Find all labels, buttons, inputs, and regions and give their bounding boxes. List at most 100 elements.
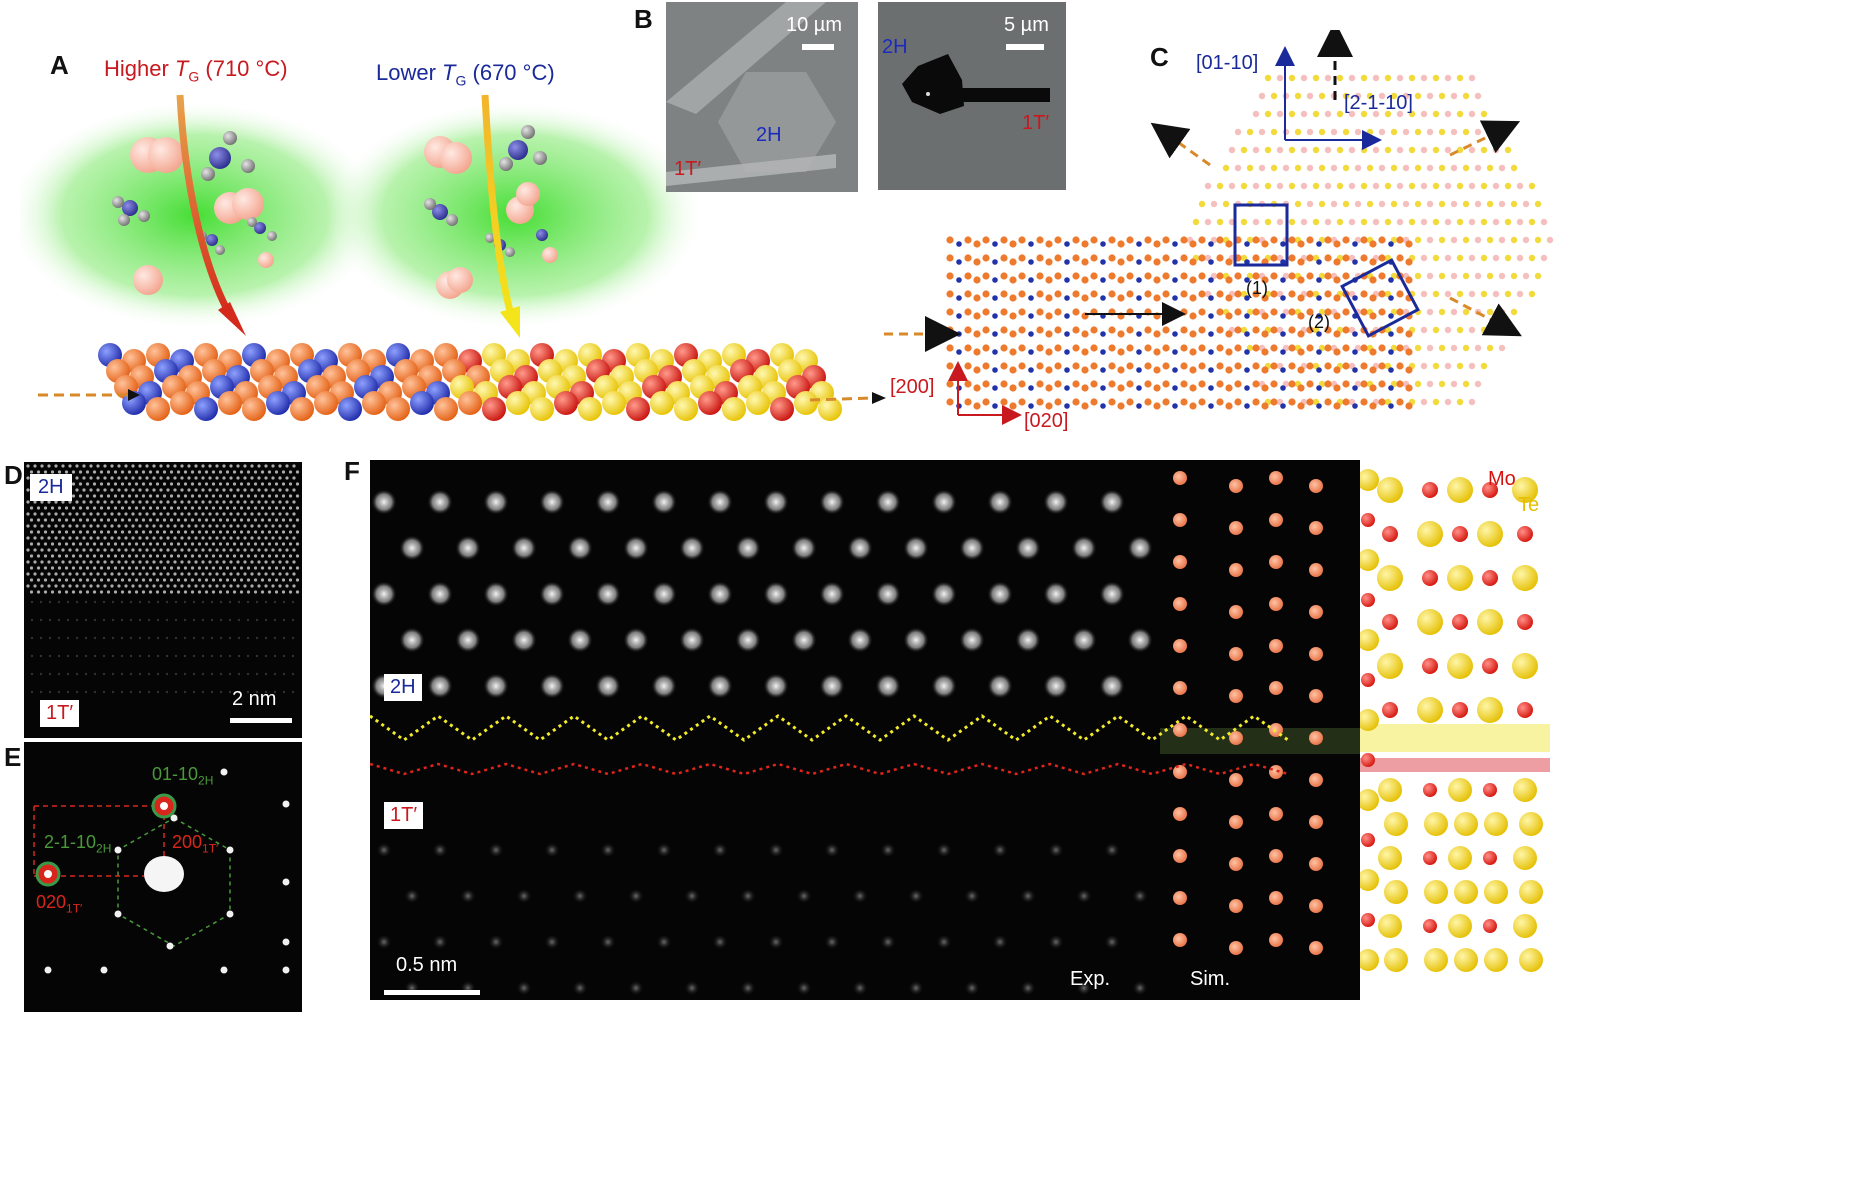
lattice-spot: [29, 554, 34, 558]
lattice-atom: [992, 277, 998, 283]
lattice-atom: [1208, 403, 1214, 409]
lattice-spot: [211, 566, 216, 570]
lattice-atom: [982, 308, 990, 316]
lattice-spot: [222, 500, 226, 504]
lattice-atom: [1522, 272, 1530, 280]
lattice-atom: [956, 295, 962, 301]
lattice-spot: [273, 672, 277, 676]
lattice-spot: [89, 476, 93, 480]
lattice-atom: [1294, 200, 1302, 208]
lattice-atom: [1456, 398, 1464, 406]
lattice-spot: [166, 548, 170, 552]
lattice-spot: [210, 690, 214, 694]
lattice-spot: [253, 542, 258, 546]
lattice-atom: [1396, 182, 1404, 190]
lattice-spot: [267, 590, 272, 594]
sim-atom: [1229, 563, 1243, 577]
lattice-spot: [257, 476, 261, 480]
lattice-atom: [1462, 164, 1470, 172]
lattice-spot: [26, 536, 30, 540]
lattice-spot: [39, 636, 43, 640]
lattice-spot: [50, 554, 55, 558]
lattice-atom: [1261, 240, 1269, 248]
lattice-atom: [1000, 362, 1008, 370]
atom-sphere: [458, 391, 482, 415]
lattice-atom: [1261, 366, 1269, 374]
lattice-spot: [54, 500, 58, 504]
lattice-spot: [36, 590, 41, 594]
te-atom: [1378, 846, 1402, 870]
lattice-spot: [99, 542, 104, 546]
lattice-spot: [78, 518, 83, 522]
lattice-atom: [1280, 295, 1286, 301]
lattice-atom: [1348, 110, 1356, 118]
lattice-spot: [174, 618, 178, 622]
lattice-spot: [131, 560, 135, 564]
lattice-spot: [61, 500, 65, 504]
atom-sphere: [818, 397, 842, 421]
sim-atom: [1229, 899, 1243, 913]
te-atom: [1384, 948, 1408, 972]
lattice-spot: [194, 464, 198, 468]
lattice-spot: [152, 584, 156, 588]
lattice-atom: [1388, 277, 1394, 283]
lattice-atom: [1280, 403, 1286, 409]
lattice-spot: [68, 548, 72, 552]
lattice-spot: [201, 690, 205, 694]
panel-d-stem: 2H 1T′ 2 nm: [24, 462, 302, 738]
lattice-spot: [66, 636, 70, 640]
lattice-atom: [1402, 128, 1410, 136]
lattice-atom: [1498, 128, 1506, 136]
lattice-atom: [973, 348, 981, 356]
lattice-spot: [236, 464, 240, 468]
lattice-spot: [197, 578, 202, 582]
lattice-atom: [1492, 254, 1500, 262]
lattice-atom: [1288, 380, 1296, 388]
lattice-atom: [1324, 344, 1332, 352]
diffraction-spot: [282, 800, 290, 808]
lattice-spot: [148, 494, 153, 498]
lattice-atom: [1480, 218, 1488, 226]
mo-atom: [1422, 570, 1438, 586]
diffraction-spot: [114, 846, 122, 854]
lattice-atom: [1126, 290, 1134, 298]
atom-column: [628, 888, 644, 904]
lattice-atom: [1378, 200, 1386, 208]
lattice-atom: [1261, 402, 1269, 410]
lattice-spot: [208, 464, 212, 468]
lattice-atom: [1462, 236, 1470, 244]
lattice-atom: [1388, 385, 1394, 391]
lattice-spot: [30, 672, 34, 676]
atom-column: [880, 842, 896, 858]
lattice-atom: [1261, 384, 1269, 392]
lattice-atom: [1081, 294, 1089, 302]
lattice-atom: [1306, 308, 1314, 316]
lattice-spot: [180, 524, 184, 528]
lattice-atom: [1426, 236, 1434, 244]
lattice-atom: [1510, 308, 1518, 316]
te-atom: [1519, 812, 1543, 836]
lattice-atom: [1438, 308, 1446, 316]
atom-sphere: [698, 391, 722, 415]
lattice-atom: [1388, 367, 1394, 373]
lattice-spot: [236, 572, 240, 576]
lattice-atom: [1360, 290, 1368, 298]
lattice-spot: [110, 488, 114, 492]
scale-text: 10 µm: [786, 14, 842, 36]
lattice-atom: [1244, 277, 1250, 283]
lattice-atom: [1198, 362, 1206, 370]
lattice-atom: [1426, 92, 1434, 100]
lattice-spot: [138, 600, 142, 604]
lattice-atom: [1270, 254, 1278, 262]
lattice-atom: [1216, 272, 1224, 280]
lattice-spot: [138, 512, 142, 516]
lattice-spot: [26, 584, 30, 588]
lattice-spot: [278, 500, 282, 504]
sim-atom: [1269, 681, 1283, 695]
lattice-atom: [1064, 313, 1070, 319]
lattice-spot: [237, 690, 241, 694]
atom-column: [516, 888, 532, 904]
lattice-spot: [57, 530, 62, 534]
atom-column: [1071, 627, 1097, 653]
lattice-spot: [194, 548, 198, 552]
